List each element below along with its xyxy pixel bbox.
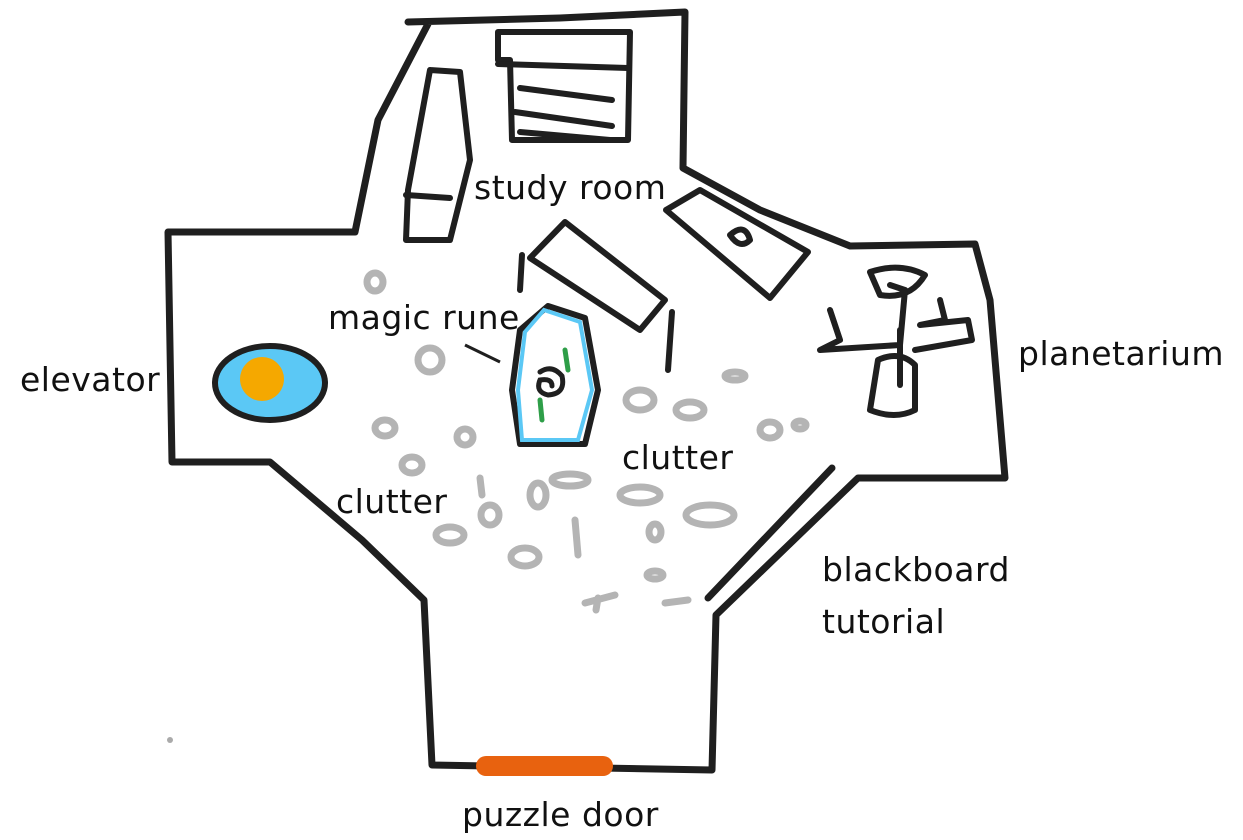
- label-blackboard: blackboard: [822, 550, 1010, 589]
- blackboard-wall-line: [704, 464, 836, 602]
- label-magic-rune: magic rune: [328, 298, 520, 337]
- planetarium-device-icon: [817, 264, 975, 418]
- elevator-icon: [212, 343, 328, 423]
- telescope-bench-icon: [663, 187, 811, 301]
- label-clutter-left: clutter: [336, 482, 448, 521]
- magic-rune-icon: [509, 303, 601, 447]
- label-clutter-right: clutter: [622, 438, 734, 477]
- room-outline: [164, 8, 1009, 774]
- label-elevator: elevator: [20, 360, 161, 399]
- label-tutorial: tutorial: [822, 602, 946, 641]
- bookshelf-icon: [495, 29, 633, 143]
- label-puzzle-door: puzzle door: [462, 795, 659, 834]
- rune-leader-line: [464, 343, 501, 364]
- desk-icon: [517, 219, 675, 373]
- puzzle-door[interactable]: [476, 756, 613, 776]
- label-planetarium: planetarium: [1018, 334, 1225, 373]
- stray-dot: [167, 737, 173, 743]
- bench-icon: [403, 67, 473, 243]
- label-study-room: study room: [474, 168, 667, 207]
- clutter-scribbles: [363, 269, 810, 614]
